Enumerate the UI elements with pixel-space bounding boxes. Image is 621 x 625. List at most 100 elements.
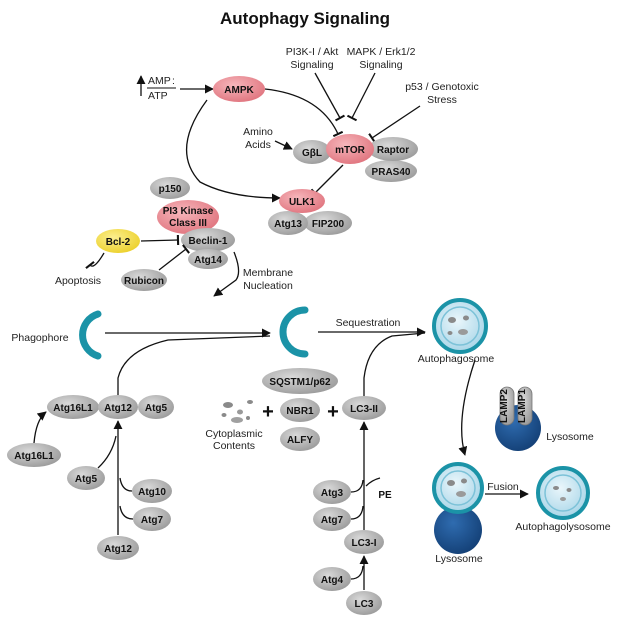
svg-text:SQSTM1/p62: SQSTM1/p62 <box>269 377 331 388</box>
pi3k-akt-label: PI3K-I / Akt <box>286 46 339 58</box>
atg7-node-right <box>313 507 351 531</box>
atg5-node <box>67 466 105 490</box>
mapk-label-2: Signaling <box>359 59 402 71</box>
amino-acids-label: Amino <box>243 126 273 138</box>
atg4-node <box>313 567 351 591</box>
svg-text:LC3-I: LC3-I <box>352 538 377 549</box>
mtor-node <box>326 134 374 164</box>
svg-text:Atg4: Atg4 <box>321 575 344 586</box>
svg-text:Beclin-1: Beclin-1 <box>189 236 228 247</box>
amino-acids-label-2: Acids <box>245 139 271 151</box>
svg-text:ATP: ATP <box>148 90 168 102</box>
svg-text:FIP200: FIP200 <box>312 219 345 230</box>
svg-text:LAMP2: LAMP2 <box>499 389 510 423</box>
pi3k-akt-label-2: Signaling <box>290 59 333 71</box>
svg-text:AMP: AMP <box>148 75 171 87</box>
lysosome-with-lamps: LAMP2 LAMP1 <box>495 386 541 451</box>
membrane-nucleation-label: Membrane <box>243 267 293 279</box>
svg-text:Atg7: Atg7 <box>141 515 164 526</box>
autophagolysosome-vesicle <box>536 466 590 520</box>
atg14-node <box>188 249 228 269</box>
svg-text:LAMP1: LAMP1 <box>517 389 528 423</box>
svg-text:ALFY: ALFY <box>287 435 313 446</box>
svg-text:Atg13: Atg13 <box>274 219 302 230</box>
lysosome-label-bottom: Lysosome <box>435 553 483 565</box>
atg3-node <box>313 480 351 504</box>
svg-text:Atg12: Atg12 <box>104 544 132 555</box>
bcl2-node <box>96 229 140 253</box>
mapk-label: MAPK / Erk1/2 <box>347 46 416 58</box>
atg16l1-node <box>7 443 61 467</box>
svg-text:LC3-II: LC3-II <box>350 404 378 415</box>
svg-text:LC3: LC3 <box>355 599 374 610</box>
atg16l1-complex-node <box>47 395 99 419</box>
fip200-node <box>304 211 352 235</box>
alfy-node <box>280 427 320 451</box>
svg-text:Raptor: Raptor <box>377 145 409 156</box>
atg12-complex-node <box>98 395 138 419</box>
lc3-node <box>346 591 382 615</box>
p150-node <box>150 177 190 199</box>
lc3-i-node <box>344 530 384 554</box>
svg-text:GβL: GβL <box>302 148 322 159</box>
svg-text:Atg16L1: Atg16L1 <box>53 403 93 414</box>
raptor-node <box>368 137 418 161</box>
amp-atp-ratio: AMP : ATP <box>136 75 176 102</box>
pi3k-class3-node <box>157 200 219 234</box>
autophagolysosome-label: Autophagolysosome <box>515 521 610 533</box>
svg-text:Class III: Class III <box>169 218 207 229</box>
svg-text:Atg7: Atg7 <box>321 515 344 526</box>
svg-text::: : <box>172 75 175 87</box>
autophagosome-vesicle <box>432 298 488 354</box>
cytoplasmic-contents-label: Cytoplasmic <box>205 428 262 440</box>
svg-text:NBR1: NBR1 <box>286 406 314 417</box>
plus-sign-2: + <box>327 401 339 423</box>
membrane-nucleation-label-2: Nucleation <box>243 280 293 292</box>
cytoplasmic-contents-cluster <box>221 400 253 423</box>
diagram-title: Autophagy Signaling <box>220 9 390 28</box>
atg12-node <box>97 536 139 560</box>
svg-text:AMPK: AMPK <box>224 85 254 96</box>
atg5-complex-node <box>138 395 174 419</box>
p53-label: p53 / Genotoxic <box>405 81 479 93</box>
cytoplasmic-contents-label-2: Contents <box>213 440 255 452</box>
svg-text:Bcl-2: Bcl-2 <box>106 237 131 248</box>
svg-text:Atg5: Atg5 <box>75 474 98 485</box>
pras40-node <box>365 160 417 182</box>
gbl-node <box>293 140 331 164</box>
fusion-label: Fusion <box>487 481 519 493</box>
svg-text:Atg14: Atg14 <box>194 255 222 266</box>
svg-text:Rubicon: Rubicon <box>124 276 164 287</box>
plus-sign-1: + <box>262 401 274 423</box>
fusing-vesicles <box>432 462 484 554</box>
svg-text:PRAS40: PRAS40 <box>372 167 411 178</box>
svg-text:mTOR: mTOR <box>335 145 366 156</box>
lc3-ii-node <box>342 396 386 420</box>
svg-text:Atg5: Atg5 <box>145 403 168 414</box>
p53-label-2: Stress <box>427 94 457 106</box>
svg-text:ULK1: ULK1 <box>289 197 316 208</box>
atg10-node <box>132 479 172 503</box>
phagophore-label: Phagophore <box>11 332 68 344</box>
svg-text:Atg16L1: Atg16L1 <box>14 451 54 462</box>
svg-text:Atg3: Atg3 <box>321 488 344 499</box>
sqstm1-node <box>262 368 338 394</box>
beclin1-node <box>181 228 235 252</box>
pe-label: PE <box>378 490 392 501</box>
nbr1-node <box>280 398 320 422</box>
atg7-node-left <box>133 507 171 531</box>
lysosome-label-top: Lysosome <box>546 431 594 443</box>
phagophore-growing-shape <box>279 306 309 358</box>
sequestration-label: Sequestration <box>336 317 401 329</box>
autophagosome-label: Autophagosome <box>418 353 495 365</box>
svg-text:p150: p150 <box>159 184 182 195</box>
svg-text:Atg12: Atg12 <box>104 403 132 414</box>
ulk1-node <box>279 189 325 213</box>
apoptosis-label: Apoptosis <box>55 275 101 287</box>
svg-text:PI3 Kinase: PI3 Kinase <box>163 206 214 217</box>
phagophore-shape <box>79 310 102 360</box>
atg13-node <box>268 211 308 235</box>
rubicon-node <box>121 269 167 291</box>
